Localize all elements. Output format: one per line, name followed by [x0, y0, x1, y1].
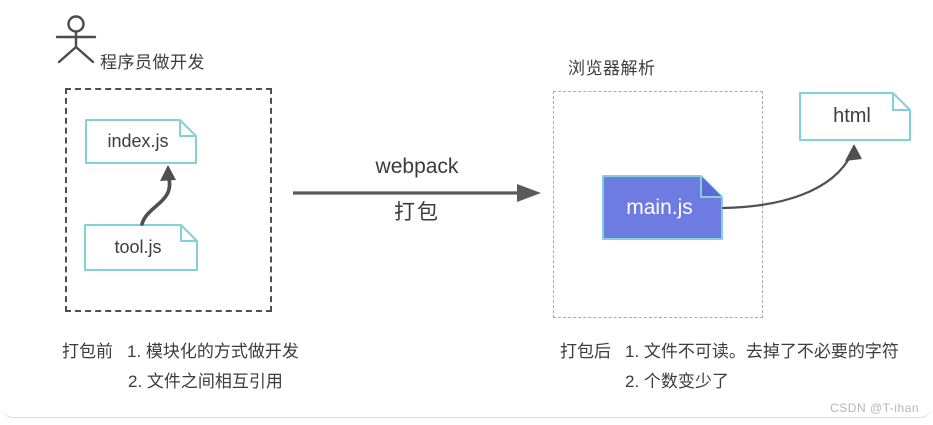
watermark: CSDN @T-ihan [830, 401, 919, 415]
caption-after-item2: 2. 个数变少了 [625, 372, 729, 391]
file-main-js: main.js [602, 175, 723, 240]
caption-after-line2: 2. 个数变少了 [625, 367, 729, 392]
dev-files-box [65, 88, 272, 312]
browser-section-title: 浏览器解析 [568, 59, 656, 78]
file-index-js: index.js [85, 119, 197, 164]
developer-section-title: 程序员做开发 [100, 53, 205, 72]
person-icon [55, 15, 97, 64]
file-icon [85, 119, 197, 164]
caption-before-line1: 打包前 1. 模块化的方式做开发 [62, 337, 299, 362]
webpack-label: webpack [375, 155, 459, 178]
caption-after-line1: 打包后 1. 文件不可读。去掉了不必要的字符 [560, 337, 899, 362]
caption-before-item1: 1. 模块化的方式做开发 [127, 342, 299, 361]
caption-before-prefix: 打包前 [62, 342, 113, 361]
caption-after-prefix: 打包后 [560, 342, 611, 361]
file-label: main.js [626, 195, 693, 219]
file-label: html [833, 105, 871, 127]
caption-before-line2: 2. 文件之间相互引用 [128, 367, 283, 392]
caption-before-item2: 2. 文件之间相互引用 [128, 372, 283, 391]
file-icon [602, 175, 723, 240]
file-tool-js: tool.js [84, 224, 198, 271]
caption-after-item1: 1. 文件不可读。去掉了不必要的字符 [625, 342, 899, 361]
file-label: index.js [107, 131, 169, 151]
file-html: html [799, 92, 911, 141]
dabao-label: 打包 [394, 201, 440, 224]
file-icon [799, 92, 911, 141]
file-label: tool.js [114, 237, 162, 257]
